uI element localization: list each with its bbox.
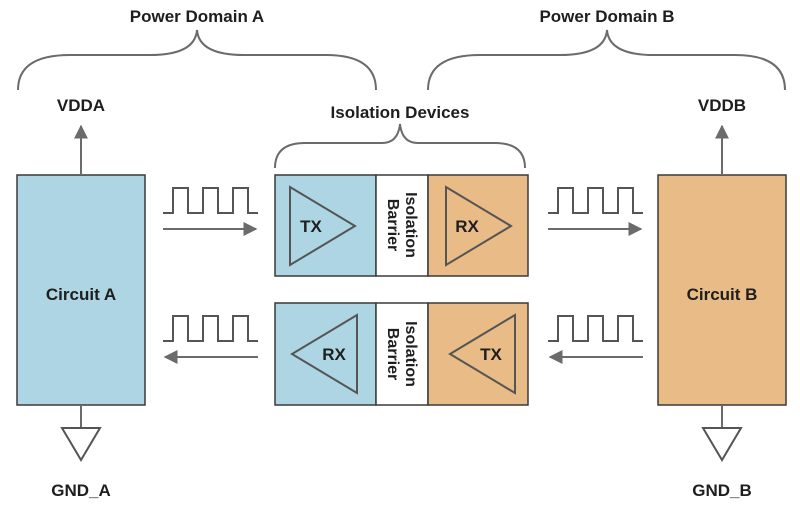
channel-1-barrier-line1: Isolation <box>402 192 419 258</box>
channel-2-barrier-cell <box>375 302 429 406</box>
gnd-b-symbol <box>701 427 743 462</box>
circuit-a-block <box>16 174 146 406</box>
channel-1-right-label: RX <box>455 217 479 236</box>
power-domain-a-label: Power Domain A <box>130 7 264 26</box>
channel-2-barrier-line1: Isolation <box>402 321 419 387</box>
isolation-devices-label: Isolation Devices <box>331 103 470 122</box>
channel-1-barrier-line2: Barrier <box>384 199 401 251</box>
circuit-b-label: Circuit B <box>687 285 758 304</box>
circuit-b-block <box>657 174 787 406</box>
channel-2-barrier-line2: Barrier <box>384 328 401 380</box>
channel-2-tx-triangle <box>448 313 516 395</box>
gnd-b-label: GND_B <box>692 481 752 500</box>
channel-1-left-cell <box>274 174 377 277</box>
channel-1-tx-triangle <box>289 185 357 267</box>
channel-2-left-label: RX <box>322 345 346 364</box>
power-domain-b-brace <box>427 29 786 91</box>
square-wave-b-to-iso <box>548 315 643 342</box>
channel-2-right-cell <box>427 302 529 406</box>
vdda-label: VDDA <box>57 96 105 115</box>
square-wave-iso-to-a <box>163 315 258 342</box>
isolation-channel-1: TX RX Isolation Barrier <box>274 174 529 277</box>
power-domain-a-brace <box>17 29 377 91</box>
gnd-a-label: GND_A <box>51 481 111 500</box>
circuit-a-label: Circuit A <box>46 285 116 304</box>
channel-1-rx-triangle <box>445 185 513 267</box>
vddb-label: VDDB <box>698 96 746 115</box>
square-wave-a-to-iso <box>163 187 258 214</box>
channel-2-rx-triangle <box>290 313 358 395</box>
gnd-a-symbol <box>60 427 102 462</box>
channel-2-right-label: TX <box>480 345 502 364</box>
channel-1-left-label: TX <box>300 217 322 236</box>
channel-1-barrier-cell <box>375 174 429 277</box>
isolation-channel-2: RX TX Isolation Barrier <box>274 302 529 406</box>
square-wave-iso-to-b <box>548 187 643 214</box>
isolation-devices-brace <box>274 123 526 169</box>
power-domain-b-label: Power Domain B <box>539 7 674 26</box>
